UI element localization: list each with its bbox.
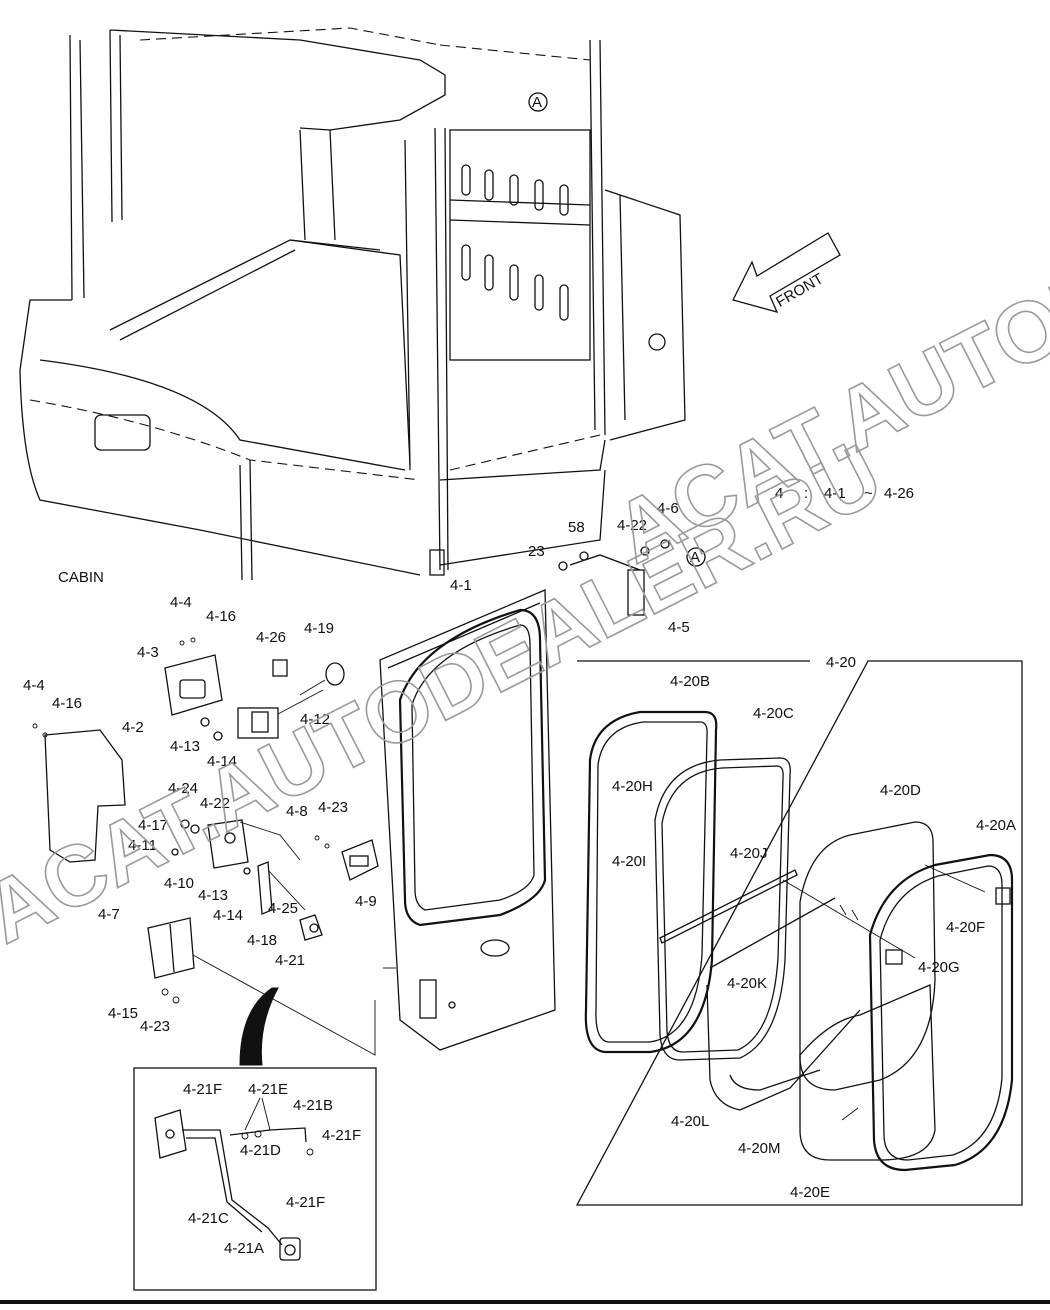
hinge-4-7 bbox=[147, 917, 195, 1004]
cable-lock-4-21 bbox=[299, 914, 323, 941]
callout-4-16a: 4-16 bbox=[206, 608, 236, 625]
section-label: CABIN bbox=[58, 569, 104, 586]
callout-4-20J: 4-20J bbox=[730, 845, 768, 862]
callout-4-23b: 4-23 bbox=[140, 1018, 170, 1035]
callout-4-3: 4-3 bbox=[137, 644, 159, 661]
callout-4-5: 4-5 bbox=[668, 619, 690, 636]
cabin-door bbox=[379, 589, 556, 1051]
callout-4-20: 4-20 bbox=[826, 654, 856, 671]
callout-4-21B: 4-21B bbox=[293, 1097, 333, 1114]
callout-4-20G: 4-20G bbox=[918, 959, 960, 976]
callout-4-26: 4-26 bbox=[256, 629, 286, 646]
callout-4-21F-1: 4-21F bbox=[183, 1081, 222, 1098]
callout-4-20B: 4-20B bbox=[670, 673, 710, 690]
callout-4-8: 4-8 bbox=[286, 803, 308, 820]
callout-4-22a: 4-22 bbox=[617, 517, 647, 534]
callout-4-21F-2: 4-21F bbox=[322, 1127, 361, 1144]
hinge-assembly: A bbox=[558, 539, 706, 616]
callout-4-7: 4-7 bbox=[98, 906, 120, 923]
callout-4-11: 4-11 bbox=[128, 837, 157, 854]
lock-unit-4-12 bbox=[200, 689, 324, 741]
callout-4-25: 4-25 bbox=[268, 900, 298, 917]
callout-4-20M: 4-20M bbox=[738, 1140, 781, 1157]
callout-4-13b: 4-13 bbox=[198, 887, 228, 904]
callout-4-13a: 4-13 bbox=[170, 738, 200, 755]
key-cylinder-4-19 bbox=[272, 659, 345, 696]
detail-pointer bbox=[239, 987, 279, 1066]
callout-4-21F-3: 4-21F bbox=[286, 1194, 325, 1211]
lever-4-18 bbox=[243, 861, 306, 915]
rear-slot-panel bbox=[449, 129, 591, 361]
inner-handle-4-10 bbox=[171, 819, 301, 869]
callout-4-16b: 4-16 bbox=[52, 695, 82, 712]
callout-4-20H: 4-20H bbox=[612, 778, 653, 795]
callout-4-21E: 4-21E bbox=[248, 1081, 288, 1098]
glass-exploded-box: 4-20 4-20A 4-20B 4-20C 4-20D 4-20E 4-20F bbox=[575, 654, 1023, 1206]
callout-4-20I: 4-20I bbox=[612, 853, 646, 870]
circle-ref-letter: A bbox=[532, 94, 542, 111]
callout-4-20L: 4-20L bbox=[671, 1113, 709, 1130]
cover-plate-4-2 bbox=[32, 723, 126, 863]
svg-text::: : bbox=[804, 485, 808, 502]
svg-text:4: 4 bbox=[775, 485, 783, 502]
callout-4-21A: 4-21A bbox=[224, 1240, 264, 1257]
callout-4-20C: 4-20C bbox=[753, 705, 794, 722]
callout-4-4b: 4-4 bbox=[23, 677, 45, 694]
callout-23: 23 bbox=[528, 543, 545, 560]
callout-4-20A: 4-20A bbox=[976, 817, 1016, 834]
cabin-frame bbox=[19, 27, 686, 581]
callout-4-18: 4-18 bbox=[247, 932, 277, 949]
callout-4-20D: 4-20D bbox=[880, 782, 921, 799]
callout-4-19: 4-19 bbox=[304, 620, 334, 637]
circle-ref-letter-2: A bbox=[690, 549, 700, 566]
callout-4-14b: 4-14 bbox=[213, 907, 243, 924]
callout-4-24: 4-24 bbox=[168, 780, 198, 797]
callout-4-17: 4-17 bbox=[138, 817, 168, 834]
svg-text:4-26: 4-26 bbox=[884, 485, 914, 502]
svg-text:4-1: 4-1 bbox=[824, 485, 846, 502]
front-arrow: FRONT bbox=[732, 232, 841, 313]
callout-4-2: 4-2 bbox=[122, 719, 144, 736]
callout-4-10: 4-10 bbox=[164, 875, 194, 892]
callout-4-21: 4-21 bbox=[275, 952, 305, 969]
callout-4-20F: 4-20F bbox=[946, 919, 985, 936]
callout-4-6: 4-6 bbox=[657, 500, 679, 517]
callout-4-14a: 4-14 bbox=[207, 753, 237, 770]
front-label: FRONT bbox=[773, 270, 826, 311]
callout-4-20K: 4-20K bbox=[727, 975, 767, 992]
outer-handle-4-9 bbox=[314, 835, 379, 881]
callout-4-4a: 4-4 bbox=[170, 594, 192, 611]
callout-4-9: 4-9 bbox=[355, 893, 377, 910]
callout-4-1: 4-1 bbox=[450, 577, 472, 594]
callout-4-20E: 4-20E bbox=[790, 1184, 830, 1201]
callout-4-21D: 4-21D bbox=[240, 1142, 281, 1159]
callout-58: 58 bbox=[568, 519, 585, 536]
bracket-plate-4-3 bbox=[164, 637, 223, 716]
callout-4-22b: 4-22 bbox=[200, 795, 230, 812]
svg-text:~: ~ bbox=[864, 485, 873, 502]
callout-4-23a: 4-23 bbox=[318, 799, 348, 816]
cable-detail-box: 4-21A 4-21B 4-21C 4-21D 4-21E 4-21F 4-21… bbox=[133, 1067, 377, 1291]
range-label: 4 : 4-1 ~ 4-26 bbox=[775, 485, 914, 502]
circle-ref-a-top: A bbox=[528, 92, 548, 112]
callout-4-21C: 4-21C bbox=[188, 1210, 229, 1227]
callout-4-12: 4-12 bbox=[300, 711, 330, 728]
callout-labels: 4-1 4-2 4-3 4-4 4-4 4-5 4-6 4-7 4-8 4-9 … bbox=[23, 500, 690, 1035]
callout-4-15: 4-15 bbox=[108, 1005, 138, 1022]
